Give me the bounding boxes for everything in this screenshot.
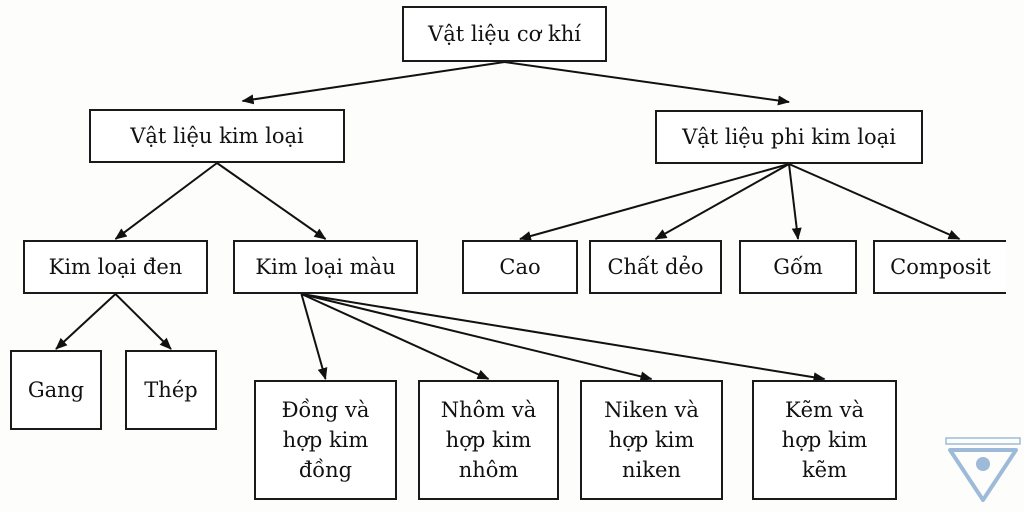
shield-logo-icon (945, 437, 1021, 502)
arrow-ferrous-to-steel (114, 293, 172, 350)
node-aluminium-alloys: Nhôm và hợp kim nhôm (418, 380, 559, 500)
arrow-root-to-metal (241, 61, 505, 105)
arrow-nonmetal-to-composite (788, 163, 961, 240)
arrow-nonmetal-to-ceramic (788, 163, 802, 240)
node-root: Vật liệu cơ khí (402, 6, 607, 62)
node-nonmetal-materials: Vật liệu phi kim loại (655, 110, 923, 164)
arrow-nonmetal-to-plastic (654, 163, 790, 240)
node-metal-materials: Vật liệu kim loại (89, 109, 345, 163)
node-steel: Thép (125, 350, 217, 430)
arrow-metal-to-nonferrous (216, 162, 327, 240)
arrow-nonmetal-to-rubber (519, 163, 790, 241)
arrow-ferrous-to-cast_iron (55, 293, 117, 350)
node-zinc-alloys: Kẽm và hợp kim kẽm (752, 380, 897, 500)
node-cast-iron: Gang (10, 350, 102, 430)
node-copper-alloys: Đồng và hợp kim đồng (254, 380, 397, 500)
arrow-root-to-nonmetal (504, 61, 790, 106)
arrow-nonferrous-to-copper (300, 293, 328, 380)
node-nickel-alloys: Niken và hợp kim niken (580, 380, 723, 500)
node-composite: Composit (873, 240, 1006, 294)
node-rubber: Cao (462, 240, 578, 294)
arrow-nonferrous-to-aluminium (301, 293, 490, 380)
arrow-metal-to-ferrous (114, 162, 218, 240)
arrow-nonferrous-to-nickel (301, 293, 653, 382)
node-ferrous-metals: Kim loại đen (23, 240, 208, 294)
node-ceramics: Gốm (739, 240, 857, 294)
node-plastics: Chất dẻo (589, 240, 722, 294)
node-nonferrous-metals: Kim loại màu (233, 240, 418, 294)
arrow-nonferrous-to-zinc (301, 293, 826, 383)
